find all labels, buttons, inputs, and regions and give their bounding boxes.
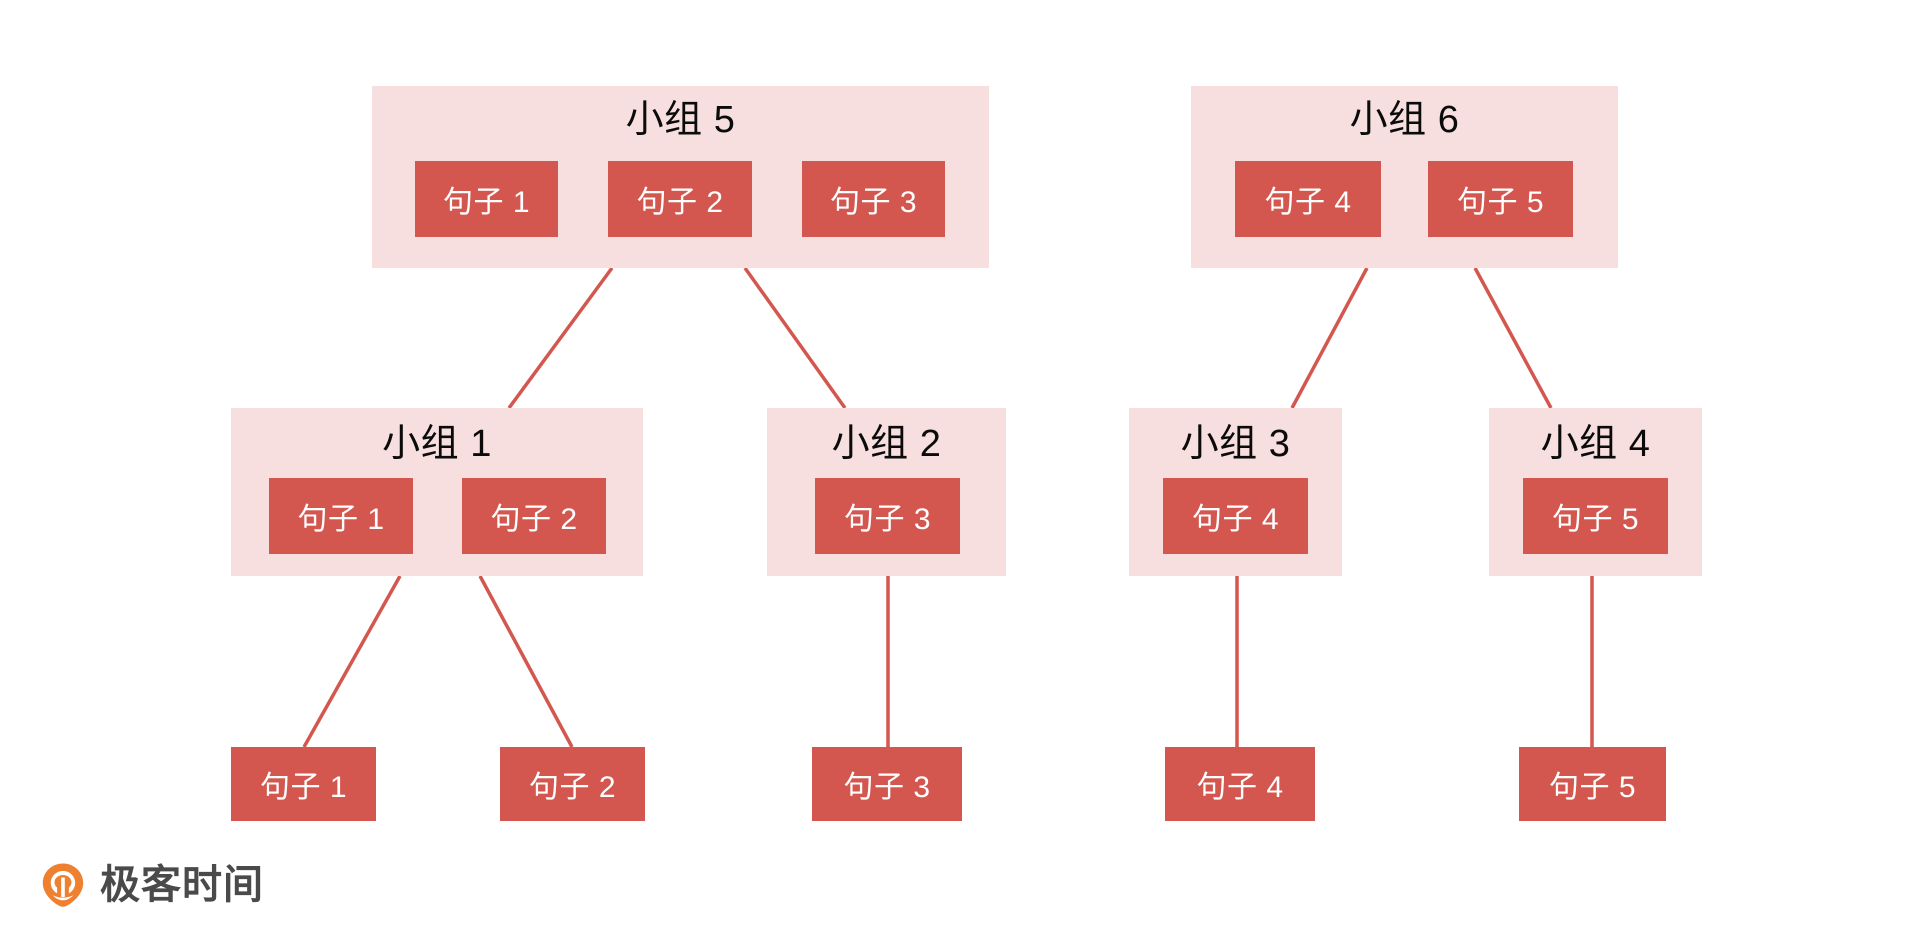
leaf-sentence-chip[interactable]: 句子 3 <box>812 747 962 821</box>
connector-line <box>302 575 402 748</box>
sentence-chip[interactable]: 句子 2 <box>608 161 752 237</box>
group-title: 小组 5 <box>625 99 736 141</box>
connector-line <box>507 266 614 410</box>
group-title: 小组 2 <box>831 423 942 465</box>
connector-line <box>743 266 847 410</box>
group-title: 小组 6 <box>1349 99 1460 141</box>
sentence-chip[interactable]: 句子 4 <box>1235 161 1381 237</box>
sentence-chip[interactable]: 句子 2 <box>462 478 606 554</box>
leaf-sentence-chip[interactable]: 句子 1 <box>231 747 376 821</box>
connector-line <box>1290 267 1369 409</box>
sentence-chip[interactable]: 句子 3 <box>815 478 960 554</box>
logo-text: 极客时间 <box>100 863 264 907</box>
group-title: 小组 3 <box>1180 423 1291 465</box>
sentence-chip[interactable]: 句子 3 <box>802 161 945 237</box>
connector-line <box>1473 267 1553 409</box>
sentence-chip[interactable]: 句子 1 <box>415 161 558 237</box>
group-title: 小组 4 <box>1540 423 1651 465</box>
sentence-chip[interactable]: 句子 4 <box>1163 478 1308 554</box>
geekbang-logo-icon <box>40 862 86 908</box>
sentence-chip[interactable]: 句子 1 <box>269 478 413 554</box>
leaf-sentence-chip[interactable]: 句子 2 <box>500 747 645 821</box>
leaf-sentence-chip[interactable]: 句子 5 <box>1519 747 1666 821</box>
leaf-sentence-chip[interactable]: 句子 4 <box>1165 747 1315 821</box>
group-title: 小组 1 <box>382 423 492 465</box>
sentence-chip[interactable]: 句子 5 <box>1428 161 1573 237</box>
connector-line <box>478 575 574 748</box>
sentence-chip[interactable]: 句子 5 <box>1523 478 1668 554</box>
brand-logo: 极客时间 <box>40 862 264 908</box>
